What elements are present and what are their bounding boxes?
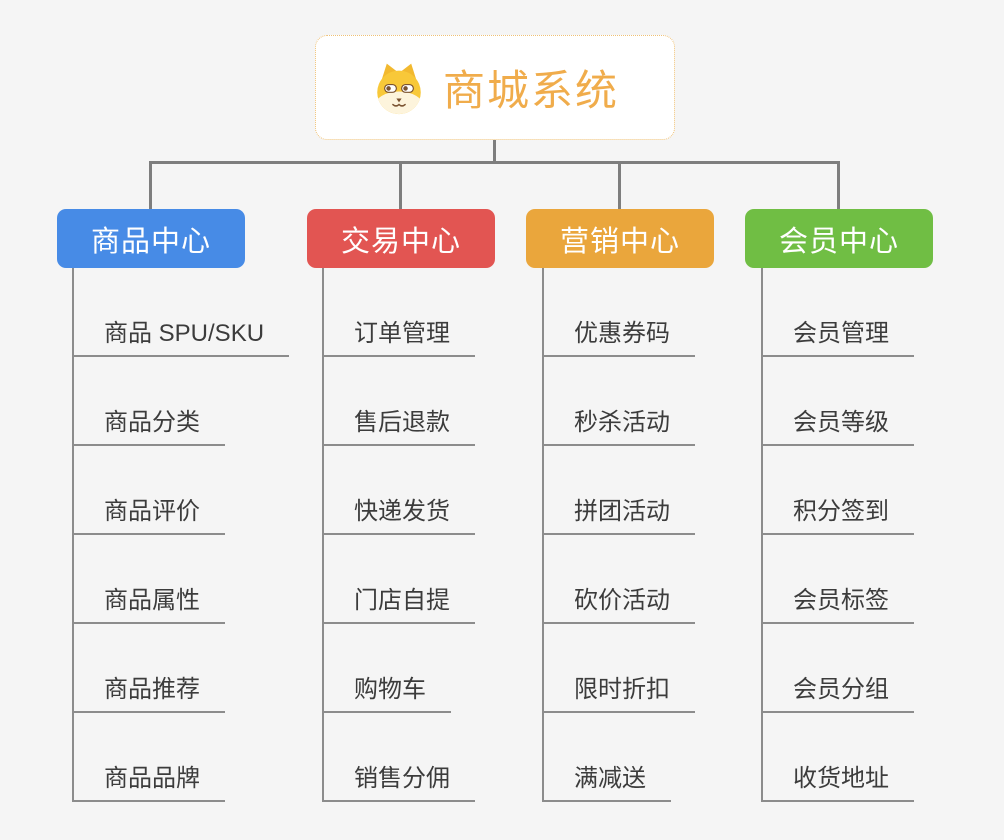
- branch-trunk-product: [72, 268, 74, 802]
- leaf-node[interactable]: 会员分组: [761, 675, 914, 713]
- leaf-node[interactable]: 销售分佣: [322, 764, 475, 802]
- leaf-node[interactable]: 商品推荐: [72, 675, 225, 713]
- connector-drop-marketing: [618, 161, 621, 209]
- root-title: 商城系统: [442, 67, 619, 114]
- leaf-node[interactable]: 门店自提: [322, 586, 475, 624]
- connector-drop-member: [837, 161, 840, 209]
- connector-root-stub: [493, 140, 496, 164]
- root-node[interactable]: 商城系统: [315, 35, 675, 140]
- leaf-node[interactable]: 售后退款: [322, 408, 475, 446]
- leaf-node[interactable]: 商品品牌: [72, 764, 225, 802]
- leaf-node[interactable]: 会员等级: [761, 408, 914, 446]
- connector-bus: [149, 161, 840, 164]
- leaf-node[interactable]: 会员管理: [761, 319, 914, 357]
- leaf-node[interactable]: 商品评价: [72, 497, 225, 535]
- branch-node-marketing[interactable]: 营销中心: [526, 209, 714, 268]
- branch-trunk-member: [761, 268, 763, 802]
- branch-trunk-marketing: [542, 268, 544, 802]
- leaf-node[interactable]: 秒杀活动: [542, 408, 695, 446]
- leaf-node[interactable]: 商品 SPU/SKU: [72, 319, 290, 357]
- leaf-node[interactable]: 商品属性: [72, 586, 225, 624]
- branch-trunk-trade: [322, 268, 324, 802]
- connector-drop-product: [149, 161, 152, 209]
- leaf-node[interactable]: 积分签到: [761, 497, 914, 535]
- branch-node-member[interactable]: 会员中心: [745, 209, 933, 268]
- leaf-node[interactable]: 收货地址: [761, 764, 914, 802]
- branch-node-product[interactable]: 商品中心: [57, 209, 245, 268]
- leaf-node[interactable]: 快递发货: [322, 497, 475, 535]
- leaf-node[interactable]: 会员标签: [761, 586, 914, 624]
- leaf-node[interactable]: 砍价活动: [542, 586, 695, 624]
- leaf-node[interactable]: 优惠券码: [542, 319, 695, 357]
- leaf-node[interactable]: 商品分类: [72, 408, 225, 446]
- branch-node-trade[interactable]: 交易中心: [307, 209, 495, 268]
- leaf-node[interactable]: 订单管理: [322, 319, 475, 357]
- leaf-node[interactable]: 限时折扣: [542, 675, 695, 713]
- connector-drop-trade: [399, 161, 402, 209]
- leaf-node[interactable]: 满减送: [542, 764, 671, 802]
- dog-icon: [371, 61, 427, 115]
- leaf-node[interactable]: 购物车: [322, 675, 451, 713]
- leaf-node[interactable]: 拼团活动: [542, 497, 695, 535]
